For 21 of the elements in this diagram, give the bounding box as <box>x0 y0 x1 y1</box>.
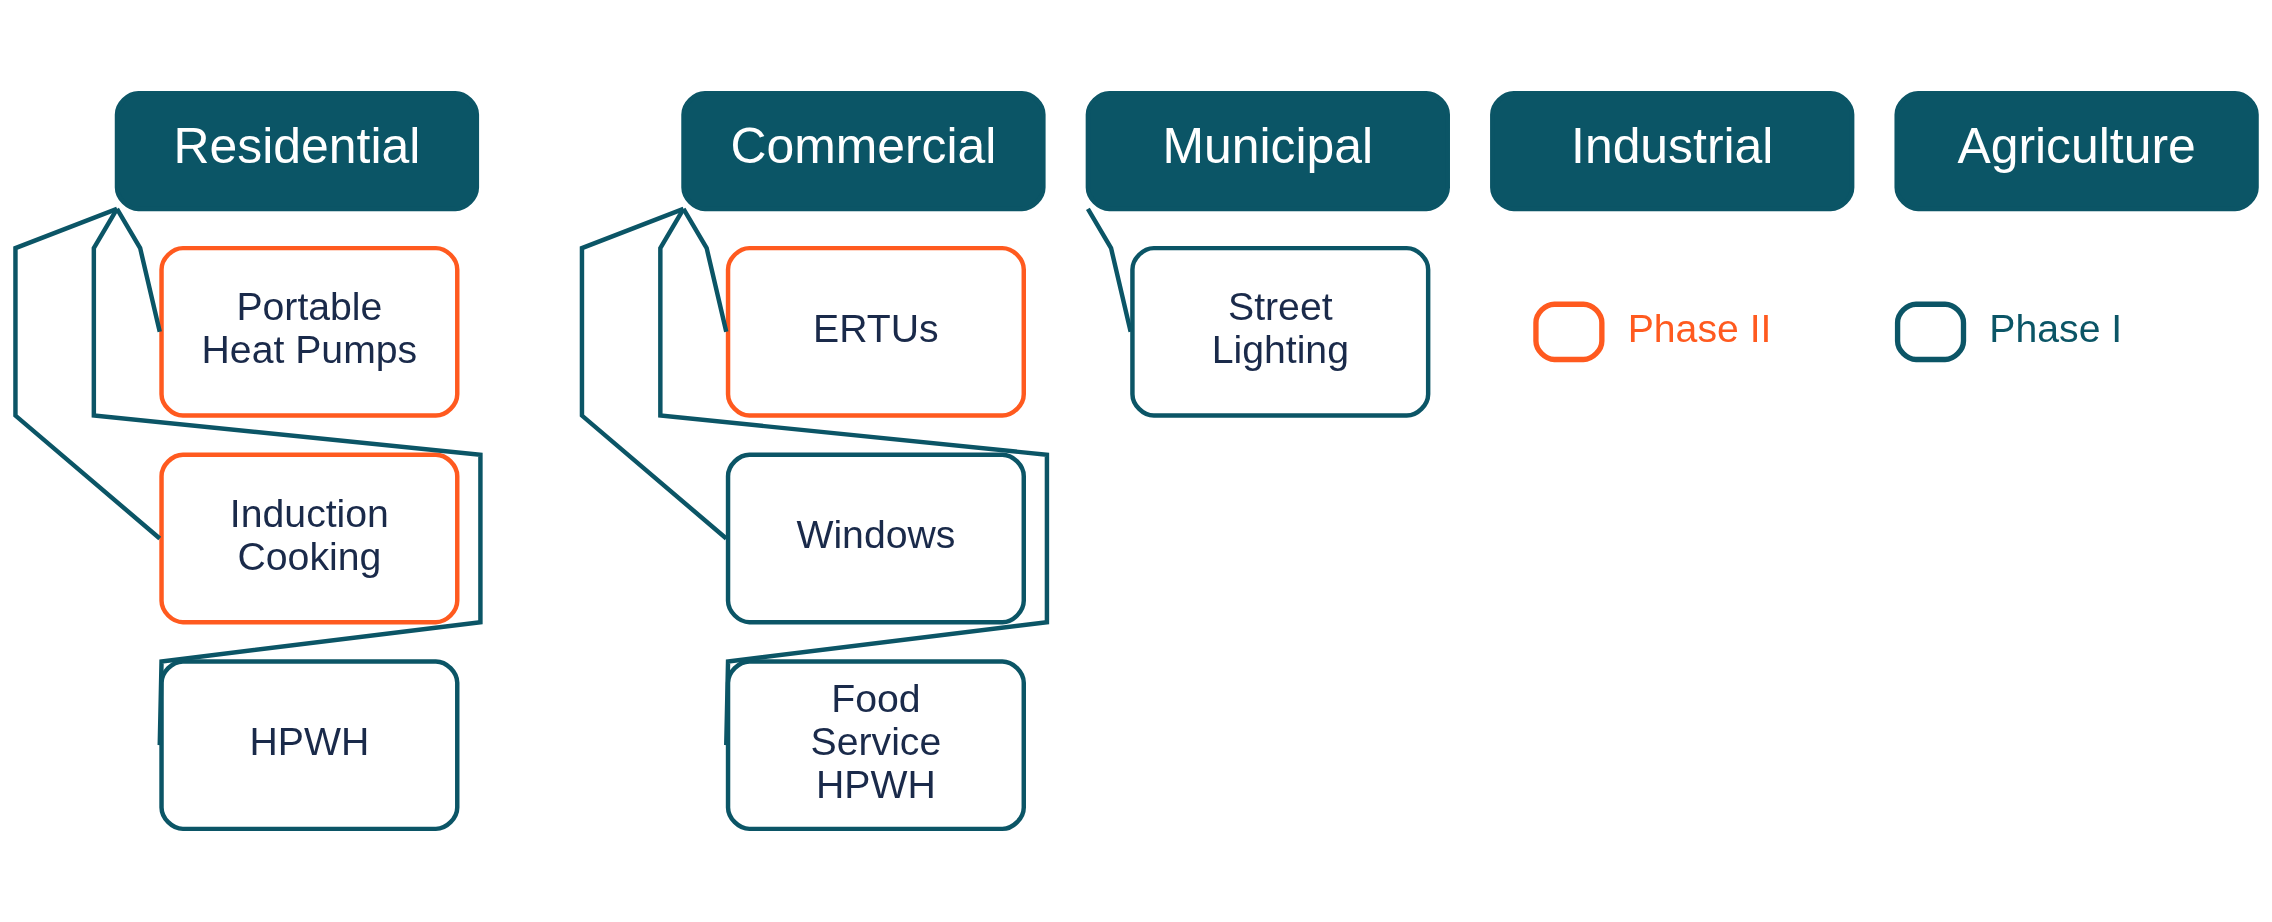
node-box: Food Service HPWH <box>725 659 1026 832</box>
connector <box>1086 207 1133 333</box>
connector <box>681 207 729 333</box>
connector <box>579 206 728 541</box>
node-box: Commercial <box>681 90 1046 212</box>
connector <box>658 207 1050 746</box>
connector <box>91 207 483 746</box>
node-box: Induction Cooking <box>159 452 460 625</box>
node-box: Industrial <box>1490 90 1855 212</box>
node-box: Municipal <box>1085 90 1450 212</box>
node-box: Street Lighting <box>1130 245 1431 418</box>
node-box: Residential <box>114 90 480 212</box>
legend-label: Phase I <box>1989 306 2123 350</box>
connector <box>115 207 162 333</box>
connector <box>13 206 162 541</box>
node-box: Agriculture <box>1894 90 2259 212</box>
node-box: ERTUs <box>725 245 1026 418</box>
node-box: Portable Heat Pumps <box>159 245 460 418</box>
node-box: HPWH <box>159 659 460 832</box>
legend-label: Phase II <box>1627 306 1772 350</box>
node-box: Windows <box>725 452 1026 625</box>
